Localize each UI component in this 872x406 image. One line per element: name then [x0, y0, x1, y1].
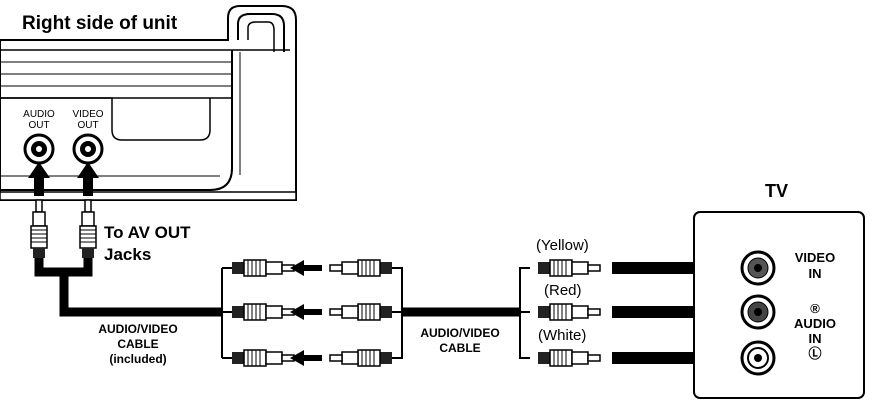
arrow-left-icon	[290, 304, 322, 320]
tv-video-in-line1: VIDEO	[794, 250, 836, 265]
tv-audio-in-line2: IN	[808, 331, 822, 346]
plug-red-label: (Red)	[544, 282, 582, 299]
tv-video-in-line2: IN	[808, 266, 822, 281]
unit-title: Right side of unit	[22, 13, 178, 34]
plug-white-label: (White)	[538, 327, 587, 344]
left-cable-line2: CABLE	[117, 337, 159, 351]
plug-left-bottom	[231, 349, 295, 367]
audio-out-line2: OUT	[28, 119, 50, 131]
tv-audio-in-line1: AUDIO	[794, 316, 836, 331]
left-cable	[34, 258, 222, 317]
plug-yellow-label: (Yellow)	[536, 237, 589, 254]
right-cable-line2: CABLE	[439, 341, 481, 355]
middle-splitter	[392, 267, 403, 359]
plug-red	[537, 303, 601, 321]
video-out-jack	[72, 133, 104, 165]
right-cable-label: AUDIO/VIDEO CABLE	[404, 326, 516, 356]
callout-line1: To AV OUT	[104, 223, 191, 242]
audio-out-jack	[23, 133, 55, 165]
audio-out-label: AUDIO OUT	[19, 109, 59, 131]
tv-panel	[693, 211, 865, 399]
plug-yellow	[537, 259, 601, 277]
right-splitter	[519, 267, 530, 359]
plug-video-unit	[79, 199, 97, 259]
tv-audio-l-symbol: Ⓛ	[808, 346, 822, 361]
plug-audio-unit	[30, 199, 48, 259]
right-cable-line1: AUDIO/VIDEO	[420, 326, 500, 340]
plug-white	[537, 349, 601, 367]
plug-right-bottom	[329, 349, 393, 367]
left-cable-label: AUDIO/VIDEO CABLE (included)	[78, 322, 198, 367]
arrow-up-icon	[77, 162, 99, 196]
left-cable-line1: AUDIO/VIDEO	[98, 322, 178, 336]
video-out-line1: VIDEO	[72, 109, 104, 120]
tv-title: TV	[765, 181, 789, 201]
tv-video-in-label: VIDEO IN	[784, 250, 846, 282]
tv-audio-l-jack	[740, 340, 776, 376]
tv-video-in-jack	[740, 250, 776, 286]
left-cable-line3: (included)	[109, 352, 167, 366]
tv-audio-in-label: ® AUDIO IN Ⓛ	[784, 301, 846, 361]
audio-out-line1: AUDIO	[23, 109, 55, 120]
tv-audio-r-symbol: ®	[810, 301, 820, 316]
arrow-up-icon	[28, 162, 50, 196]
plug-left-top	[231, 259, 295, 277]
plug-right-mid	[329, 303, 393, 321]
callout-line2: Jacks	[104, 245, 152, 264]
left-splitter	[221, 267, 232, 359]
video-out-label: VIDEO OUT	[68, 109, 108, 131]
video-out-line2: OUT	[77, 119, 99, 131]
plug-right-top	[329, 259, 393, 277]
arrow-left-icon	[290, 350, 322, 366]
arrow-left-icon	[290, 260, 322, 276]
plug-left-mid	[231, 303, 295, 321]
callout-label: To AV OUT Jacks	[104, 222, 191, 266]
tv-audio-r-jack	[740, 294, 776, 330]
